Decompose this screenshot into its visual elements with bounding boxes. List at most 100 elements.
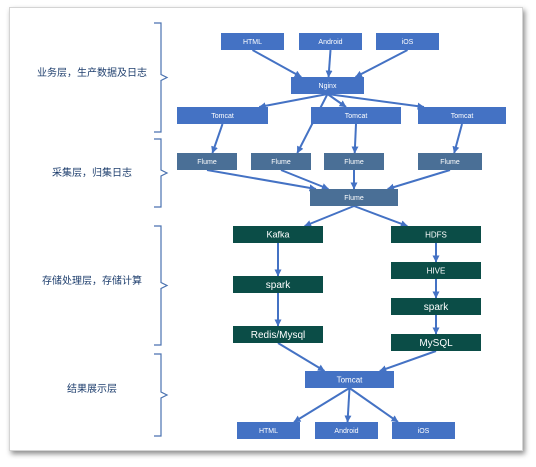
layer-brackets [154,22,169,437]
node-android-bottom: Android [315,422,378,439]
node-label: Tomcat [345,113,368,120]
node-box [291,77,364,94]
node-box [315,422,378,439]
node-box [305,371,394,388]
bracket-business [154,22,169,133]
arrow-android-top-to-nginx [325,49,333,78]
node-label: Tomcat [451,113,474,120]
node-label: HTML [243,39,262,46]
layer-label-display: 结果展示层 [67,382,117,395]
node-box [299,33,362,50]
node-flume-4: Flume [418,153,482,170]
node-box [391,298,481,315]
node-box [237,422,300,439]
arrow-flume-2-to-flume-agg [280,169,329,190]
node-html-bottom: HTML [237,422,300,439]
node-box [418,107,506,124]
node-label: Tomcat [211,113,234,120]
node-flume-1: Flume [177,153,237,170]
node-flume-agg: Flume [310,189,398,206]
node-box [311,107,401,124]
node-box [177,153,237,170]
node-label: iOS [418,428,430,435]
node-label: Kafka [266,230,289,240]
node-mysql: MySQL [391,334,481,351]
arrow-nginx-to-tomcat-3 [327,93,425,110]
node-box [310,189,398,206]
node-label: iOS [402,39,414,46]
bracket-collect [154,138,169,208]
node-box [391,262,481,279]
node-label: spark [424,302,449,313]
node-label: MySQL [419,338,453,349]
node-label: Flume [440,159,460,166]
node-box [392,422,455,439]
node-html-top: HTML [221,33,284,50]
arrow-flume-1-to-flume-agg [206,169,317,192]
arrow-html-top-to-nginx [252,49,302,78]
node-label: HDFS [425,230,447,239]
node-label: Flume [344,159,364,166]
node-flume-2: Flume [251,153,311,170]
node-box [177,107,268,124]
arrow-nginx-to-tomcat-1 [258,93,328,110]
node-label: HIVE [427,266,446,275]
arrow-redis-mysql-to-tomcat-display [277,342,325,372]
connection-arrows [206,49,463,423]
node-label: Android [334,428,358,435]
arrow-tomcat-display-to-android-bottom [344,387,352,423]
node-box [233,226,323,243]
node-kafka: Kafka [233,226,323,243]
node-box [324,153,384,170]
node-nginx: Nginx [291,77,364,94]
layer-label-business: 业务层，生产数据及日志 [37,66,147,79]
node-tomcat-2: Tomcat [311,107,401,124]
diagram-frame: 业务层，生产数据及日志采集层，归集日志存储处理层，存储计算结果展示层 HTML A… [9,7,523,451]
arrow-tomcat-2-to-flume-3 [351,123,359,154]
node-ios-top: iOS [376,33,439,50]
layer-label-collect: 采集层，归集日志 [52,166,132,179]
node-spark-right: spark [391,298,481,315]
node-label: HTML [259,428,278,435]
arrow-tomcat-1-to-flume-1 [211,123,224,154]
arrow-tomcat-display-to-ios-bottom [348,387,399,423]
node-label: Tomcat [337,375,364,384]
node-tomcat-display: Tomcat [305,371,394,388]
arrow-flume-4-to-flume-agg [387,169,451,191]
node-label: Flume [271,159,291,166]
arrow-flume-agg-to-hdfs [353,205,408,227]
arrow-ios-top-to-nginx [355,49,408,78]
node-hdfs: HDFS [391,226,481,243]
node-box [221,33,284,50]
node-redis-mysql: Redis/Mysql [233,326,323,343]
node-label: Nginx [319,83,337,90]
node-spark-left: spark [233,276,323,293]
node-android-top: Android [299,33,362,50]
arrow-nginx-to-tomcat-2 [326,93,347,108]
arrow-tomcat-display-to-html-bottom [293,387,351,423]
node-flume-3: Flume [324,153,384,170]
node-tomcat-1: Tomcat [177,107,268,124]
arrow-flume-agg-to-kafka [304,205,355,227]
node-box [233,276,323,293]
node-ios-bottom: iOS [392,422,455,439]
node-label: Flume [197,159,217,166]
node-label: Android [318,39,342,46]
node-box [391,334,481,351]
node-box [418,153,482,170]
arrow-mysql-to-tomcat-display [379,350,437,373]
node-label: spark [266,280,291,291]
node-label: Redis/Mysql [251,330,305,341]
node-box [376,33,439,50]
node-box [233,326,323,343]
node-label: Flume [344,195,364,202]
node-box [251,153,311,170]
node-box [391,226,481,243]
node-hive: HIVE [391,262,481,279]
bracket-storage [154,225,169,346]
bracket-display [154,353,169,437]
node-tomcat-3: Tomcat [418,107,506,124]
